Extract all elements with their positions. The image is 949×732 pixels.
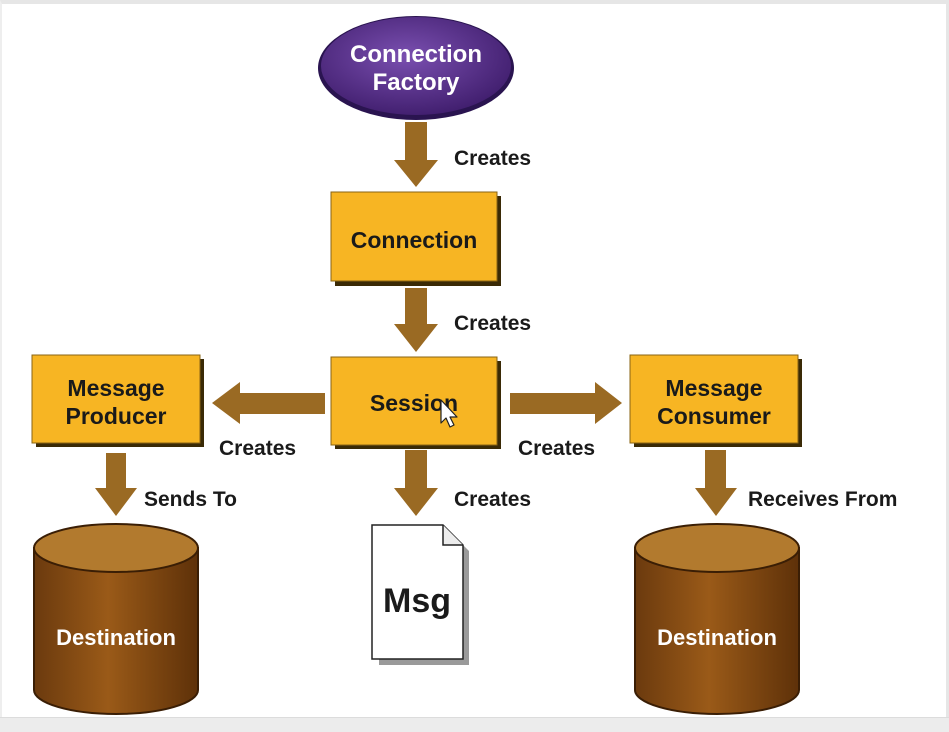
- bottom-scroll-strip: [0, 717, 949, 732]
- arrow-consumer-to-destination: [695, 450, 737, 516]
- arrow-session-to-msg: [394, 450, 438, 516]
- destination-left-node: Destination: [33, 523, 199, 715]
- message-consumer-node: Message Consumer: [629, 354, 802, 447]
- arrow-connection-to-session: [394, 288, 438, 352]
- edge-label-session-producer: Creates: [219, 437, 296, 460]
- arrow-session-to-producer: [212, 382, 325, 424]
- edge-label-session-msg: Creates: [454, 488, 531, 511]
- connection-label: Connection: [351, 227, 478, 253]
- msg-label: Msg: [383, 582, 451, 620]
- edge-label-connection-session: Creates: [454, 312, 531, 335]
- edge-label-factory-connection: Creates: [454, 147, 531, 170]
- edge-label-session-consumer: Creates: [518, 437, 595, 460]
- consumer-line2: Consumer: [657, 403, 771, 429]
- msg-document-node: Msg: [371, 524, 469, 665]
- connection-factory-node: Connection Factory: [318, 16, 514, 120]
- connection-factory-line1: Connection: [350, 41, 482, 68]
- mouse-cursor-icon: [440, 399, 458, 428]
- arrow-factory-to-connection: [394, 122, 438, 187]
- destination-left-label: Destination: [56, 625, 176, 650]
- destination-right-label: Destination: [657, 625, 777, 650]
- edge-label-consumer-destination: Receives From: [748, 488, 897, 511]
- consumer-line1: Message: [665, 375, 762, 401]
- arrow-producer-to-destination: [95, 453, 137, 516]
- connection-factory-line2: Factory: [373, 69, 460, 96]
- producer-line1: Message: [67, 375, 164, 401]
- message-producer-node: Message Producer: [31, 354, 204, 447]
- connection-node: Connection: [330, 191, 501, 286]
- edge-label-producer-destination: Sends To: [144, 488, 237, 511]
- arrow-session-to-consumer: [510, 382, 622, 424]
- destination-right-node: Destination: [634, 523, 800, 715]
- producer-line2: Producer: [66, 403, 167, 429]
- session-node: Session: [330, 356, 501, 449]
